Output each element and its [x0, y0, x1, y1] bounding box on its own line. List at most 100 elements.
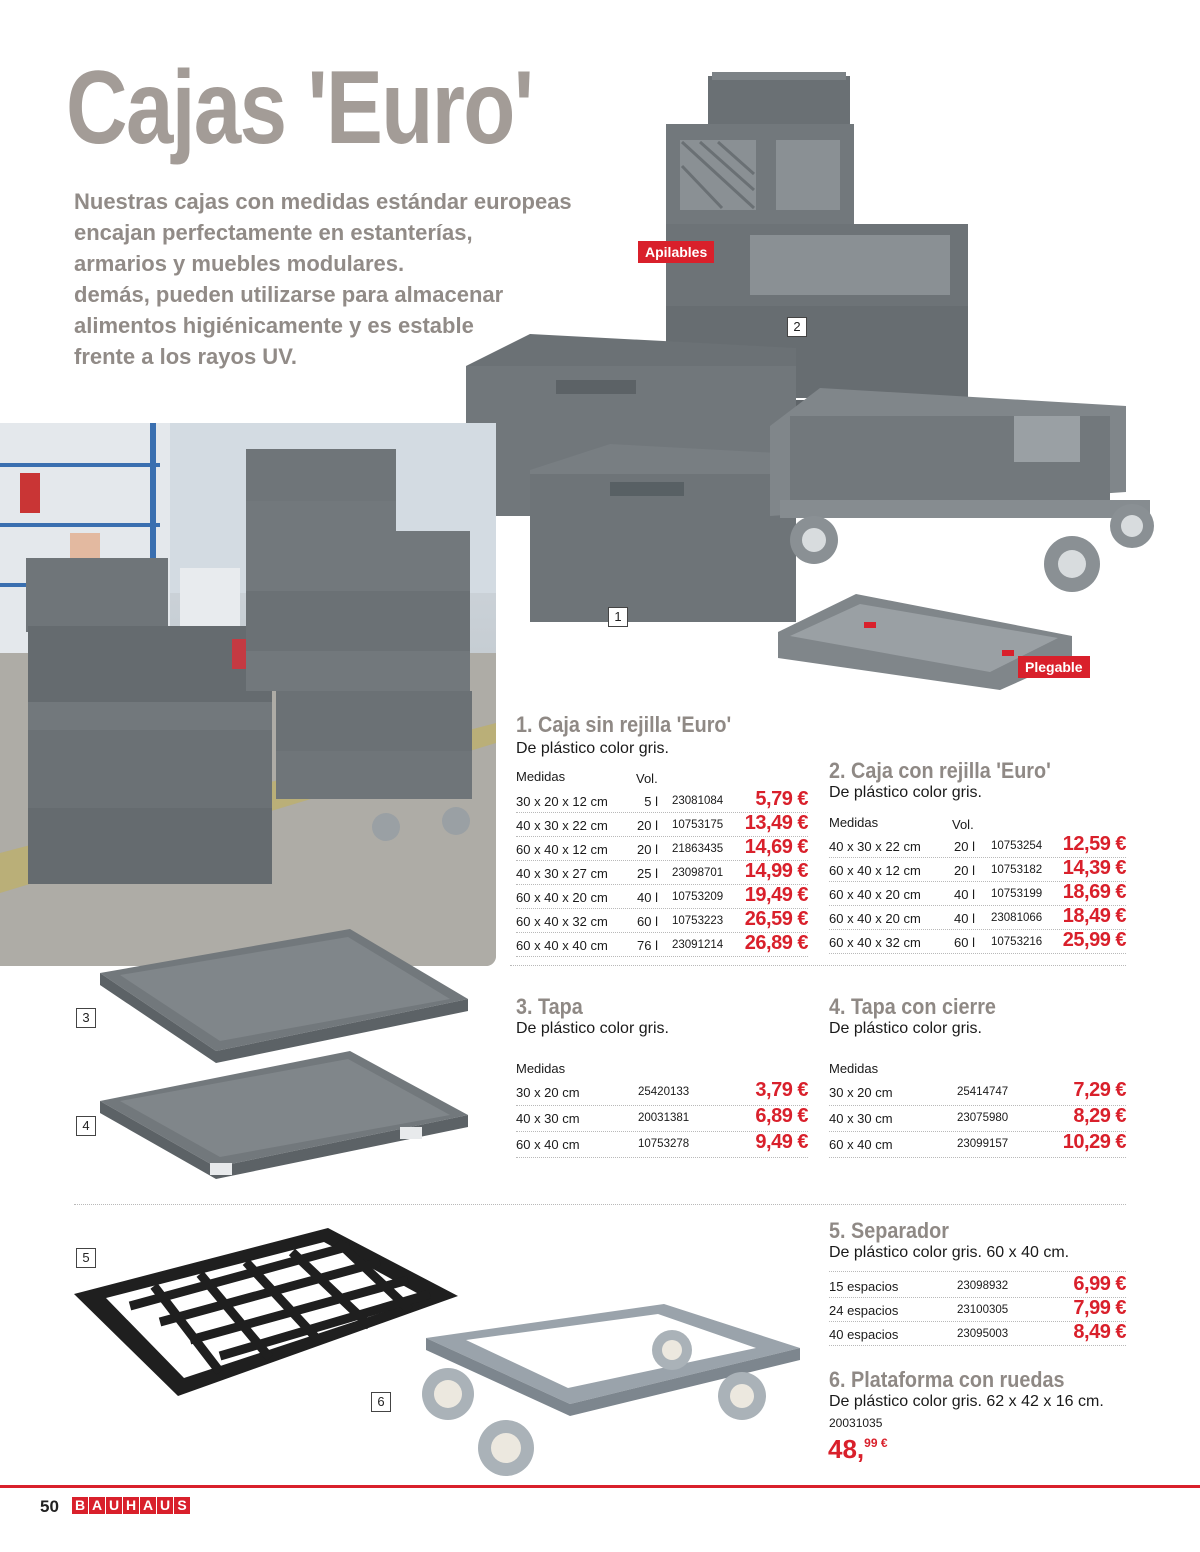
warehouse-photo [0, 423, 496, 966]
image-number-3: 3 [76, 1008, 96, 1028]
foldable-tag: Plegable [1018, 656, 1090, 678]
code-cell: 10753182 [991, 864, 1043, 876]
logo-letter: A [89, 1497, 105, 1514]
size-cell: 60 x 40 x 20 cm [829, 887, 921, 902]
price-cell: 7,99 € [1073, 1297, 1126, 1319]
warehouse-scene-image [0, 423, 496, 966]
code-cell: 10753209 [672, 891, 724, 903]
lid-images [100, 929, 468, 1179]
price-cell: 14,99 € [744, 860, 809, 882]
size-cell: 30 x 20 x 12 cm [516, 794, 608, 809]
size-cell: 40 x 30 cm [829, 1111, 893, 1126]
code-cell: 20031381 [638, 1112, 690, 1124]
image-number-2: 2 [787, 317, 807, 337]
vol-cell: 40 l [954, 911, 975, 926]
code-cell: 10753278 [638, 1138, 690, 1150]
image-number-4: 4 [76, 1116, 96, 1136]
size-cell: 60 x 40 cm [829, 1137, 893, 1152]
logo-letter: U [157, 1497, 173, 1514]
hero-crates-image [466, 72, 1154, 690]
product5-title: 5. Separador [829, 1218, 949, 1243]
size-cell: 24 espacios [829, 1303, 899, 1318]
product6-price: 48,99 € [828, 1434, 888, 1465]
vol-cell: 20 l [954, 863, 975, 878]
price-cell: 8,49 € [1073, 1321, 1126, 1343]
size-cell: 40 x 30 x 22 cm [829, 839, 921, 854]
price-main: 48, [828, 1434, 865, 1464]
code-cell: 21863435 [672, 843, 724, 855]
brand-logo: B A U H A U S [72, 1497, 190, 1514]
size-cell: 60 x 40 cm [516, 1137, 580, 1152]
section-divider [74, 1204, 1126, 1205]
product6-title: 6. Plataforma con ruedas [829, 1367, 1065, 1392]
vol-cell: 5 l [644, 794, 658, 809]
product3-title: 3. Tapa [516, 994, 583, 1019]
table-row: 40 x 30 x 22 cm 20 l 10753254 12,59 € [829, 833, 1127, 858]
product2-table: 40 x 30 x 22 cm 20 l 10753254 12,59 € 60 x … [829, 833, 1127, 954]
code-cell: 23098932 [957, 1280, 1009, 1292]
price-cell: 3,79 € [755, 1079, 808, 1101]
vol-cell: 76 l [637, 938, 658, 953]
code-cell: 23075980 [957, 1112, 1009, 1124]
code-cell: 10753216 [991, 936, 1043, 948]
logo-letter: S [174, 1497, 190, 1514]
price-cell: 8,29 € [1073, 1105, 1126, 1127]
image-number-1: 1 [608, 607, 628, 627]
code-cell: 10753223 [672, 915, 724, 927]
product3-subtitle: De plástico color gris. [516, 1020, 669, 1037]
price-cell: 7,29 € [1073, 1079, 1126, 1101]
price-cell: 18,69 € [1062, 881, 1127, 903]
vol-cell: 20 l [954, 839, 975, 854]
size-cell: 60 x 40 x 20 cm [516, 890, 608, 905]
product6-code: 20031035 [829, 1416, 883, 1430]
price-cell: 12,59 € [1062, 833, 1127, 855]
page-number: 50 [40, 1497, 59, 1516]
image-number-6: 6 [371, 1392, 391, 1412]
intro-line: Nuestras cajas con medidas estándar euro… [74, 189, 572, 214]
page-title: Cajas 'Euro' [66, 50, 534, 166]
vol-cell: 40 l [954, 887, 975, 902]
product2-title: 2. Caja con rejilla 'Euro' [829, 758, 1051, 783]
size-cell: 60 x 40 x 12 cm [829, 863, 921, 878]
size-cell: 60 x 40 x 20 cm [829, 911, 921, 926]
code-cell: 23081066 [991, 912, 1043, 924]
size-cell: 40 x 30 x 27 cm [516, 866, 608, 881]
image-number-5: 5 [76, 1248, 96, 1268]
price-cell: 5,79 € [755, 788, 808, 810]
vol-cell: 60 l [954, 935, 975, 950]
platform-image [422, 1304, 800, 1476]
size-cell: 40 espacios [829, 1327, 899, 1342]
vol-cell: 40 l [637, 890, 658, 905]
vol-cell: 20 l [637, 842, 658, 857]
intro-line: alimentos higiénicamente y es estable [74, 313, 474, 338]
product4-title: 4. Tapa con cierre [829, 994, 996, 1019]
price-cents: 99 € [864, 1436, 888, 1450]
stackable-tag: Apilables [638, 241, 715, 263]
product5-subtitle: De plástico color gris. 60 x 40 cm. [829, 1244, 1070, 1261]
price-cell: 25,99 € [1062, 929, 1127, 951]
size-cell: 40 x 30 x 22 cm [516, 818, 608, 833]
price-cell: 26,59 € [744, 908, 809, 930]
product2-subtitle: De plástico color gris. [829, 784, 982, 801]
size-cell: 15 espacios [829, 1279, 899, 1294]
code-cell: 23091214 [672, 939, 724, 951]
code-cell: 10753254 [991, 840, 1043, 852]
code-cell: 23098701 [672, 867, 724, 879]
price-cell: 19,49 € [744, 884, 809, 906]
product2-vol-header: Vol. [952, 817, 974, 832]
code-cell: 23095003 [957, 1328, 1009, 1340]
size-cell: 60 x 40 x 12 cm [516, 842, 608, 857]
